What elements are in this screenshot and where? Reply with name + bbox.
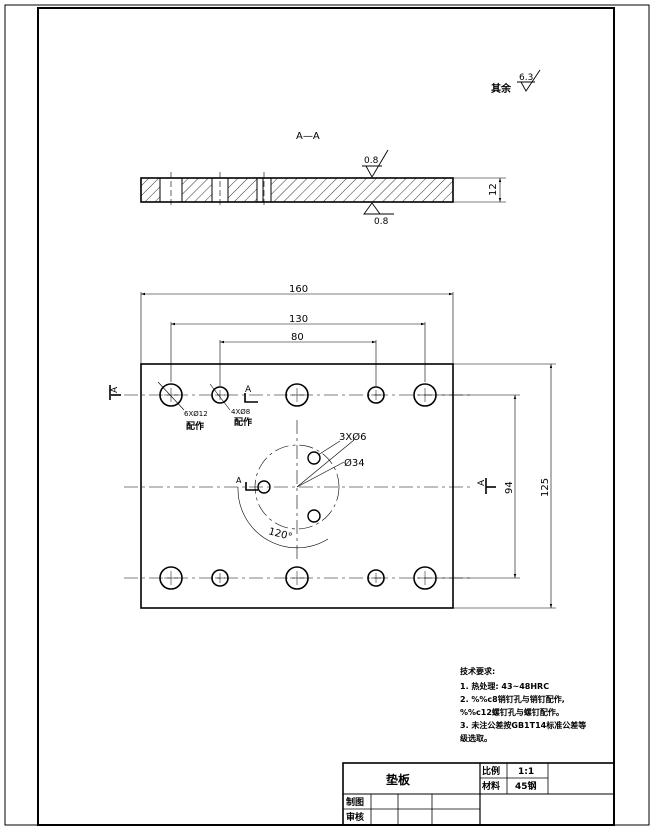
part-name: 垫板 [386, 772, 411, 787]
material-value: 45钢 [515, 780, 537, 792]
angle-label: 120° [267, 526, 293, 543]
roughness-value: 6.3 [519, 73, 533, 83]
tech-line-5: 级选取。 [459, 733, 492, 743]
surface-top-value: 0.8 [364, 156, 379, 166]
holes-center [257, 451, 321, 523]
tech-line-2: 2. %%c8销钉孔与销钉配作, [460, 694, 565, 704]
surface-mark-bottom [363, 202, 394, 215]
dim-125: 125 [540, 478, 551, 497]
holes-top-row [159, 383, 437, 407]
callout-center-holes: 3XØ6 [339, 431, 366, 443]
section-hatch [141, 178, 453, 202]
roughness-symbol [517, 69, 541, 92]
dim-160: 160 [289, 284, 308, 295]
tech-title: 技术要求: [460, 666, 495, 676]
section-view: A—A 0.8 0.8 12 [140, 131, 506, 227]
tech-line-4: 3. 未注公差按GB1T14标准公差等 [460, 720, 586, 730]
tech-line-3: %%c12螺钉孔与螺钉配作。 [460, 707, 564, 717]
holes-bottom-row [159, 566, 437, 590]
section-title: A—A [296, 131, 320, 142]
plate-outline [140, 363, 454, 609]
angle-arc [237, 486, 329, 549]
surface-mark-top [362, 149, 389, 178]
scale-value: 1:1 [518, 767, 534, 777]
roughness-note: 其余 6.3 [491, 69, 541, 95]
tech-line-1: 1. 热处理: 43~48HRC [460, 681, 549, 691]
roughness-prefix: 其余 [491, 82, 512, 95]
section-cut-marks [109, 385, 496, 494]
section-outline [140, 177, 454, 203]
dim-94: 94 [504, 481, 515, 494]
thickness-dim: 12 [488, 183, 499, 196]
callout-big-holes: 6XØ12 [184, 410, 208, 418]
callout-small-note: 配作 [234, 416, 252, 428]
plan-view: 160 130 80 125 94 [109, 284, 556, 609]
title-block: 垫板 比例 1:1 材料 45钢 制图 审核 [342, 762, 615, 826]
checked-label: 审核 [346, 811, 364, 823]
material-label: 材料 [481, 780, 500, 792]
scale-label: 比例 [482, 765, 500, 777]
section-mark-center: A [236, 476, 242, 485]
dim-80: 80 [291, 332, 304, 343]
drawn-label: 制图 [346, 796, 364, 808]
callout-small-holes: 4XØ8 [231, 408, 250, 416]
dim-130: 130 [289, 314, 308, 325]
callout-big-note: 配作 [186, 420, 204, 432]
section-mark-right: A [477, 479, 487, 486]
callout-circle: Ø34 [344, 457, 365, 469]
inner-frame [37, 7, 615, 826]
section-mark-left: A [110, 386, 120, 393]
tech-requirements: 技术要求: 1. 热处理: 43~48HRC 2. %%c8销钉孔与销钉配作, … [459, 666, 586, 743]
surface-bottom-value: 0.8 [374, 217, 389, 227]
section-mark-small: A [245, 385, 252, 395]
